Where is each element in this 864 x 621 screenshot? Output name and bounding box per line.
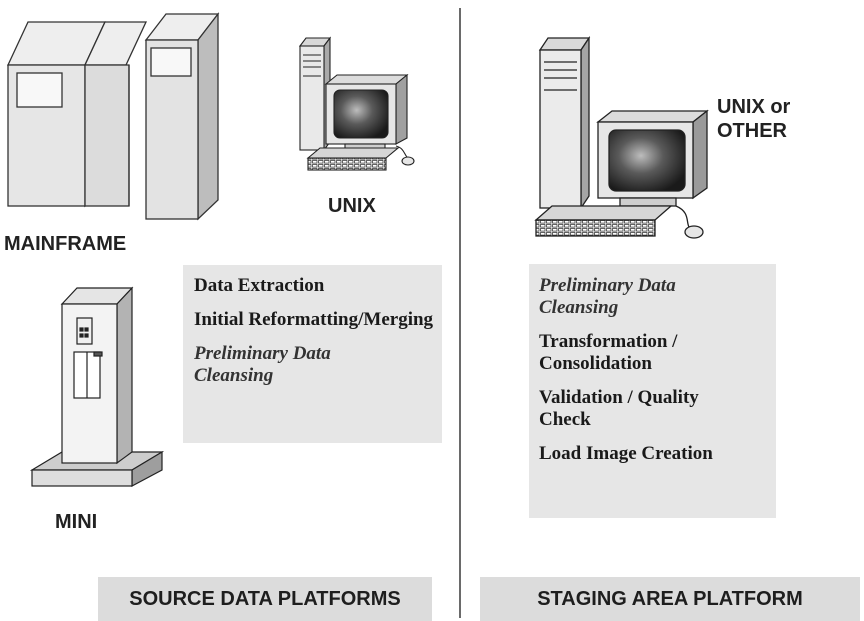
task-data-extraction: Data Extraction — [194, 275, 325, 296]
unix-or-other-line2: OTHER — [717, 120, 787, 142]
source-platforms-banner: SOURCE DATA PLATFORMS — [98, 577, 432, 621]
staging-platform-banner: STAGING AREA PLATFORM — [480, 577, 860, 621]
staging-task-box: Preliminary Data Cleansing Transformatio… — [529, 264, 776, 518]
mini-computer-icon — [29, 286, 165, 487]
column-divider — [459, 8, 461, 618]
task-preliminary-cleansing-staging: Preliminary Data Cleansing — [539, 275, 676, 318]
unix-or-other-line1: UNIX or — [717, 96, 791, 118]
mainframe-icon — [6, 12, 220, 221]
task-load-image: Load Image Creation — [539, 443, 713, 464]
mini-label: MINI — [55, 511, 98, 533]
unix-workstation-icon — [298, 36, 415, 171]
task-initial-reformatting: Initial Reformatting/Merging — [194, 309, 434, 330]
task-transformation: Transformation / Consolidation — [539, 331, 678, 374]
unix-label: UNIX — [328, 195, 376, 217]
mainframe-label: MAINFRAME — [4, 233, 127, 255]
task-validation: Validation / Quality Check — [539, 387, 699, 430]
unix-or-other-workstation-icon — [534, 35, 709, 239]
source-task-box: Data Extraction Initial Reformatting/Mer… — [183, 265, 442, 443]
task-preliminary-cleansing: Preliminary Data Cleansing — [194, 343, 331, 386]
unix-or-other-label: UNIX or OTHER — [717, 95, 790, 143]
